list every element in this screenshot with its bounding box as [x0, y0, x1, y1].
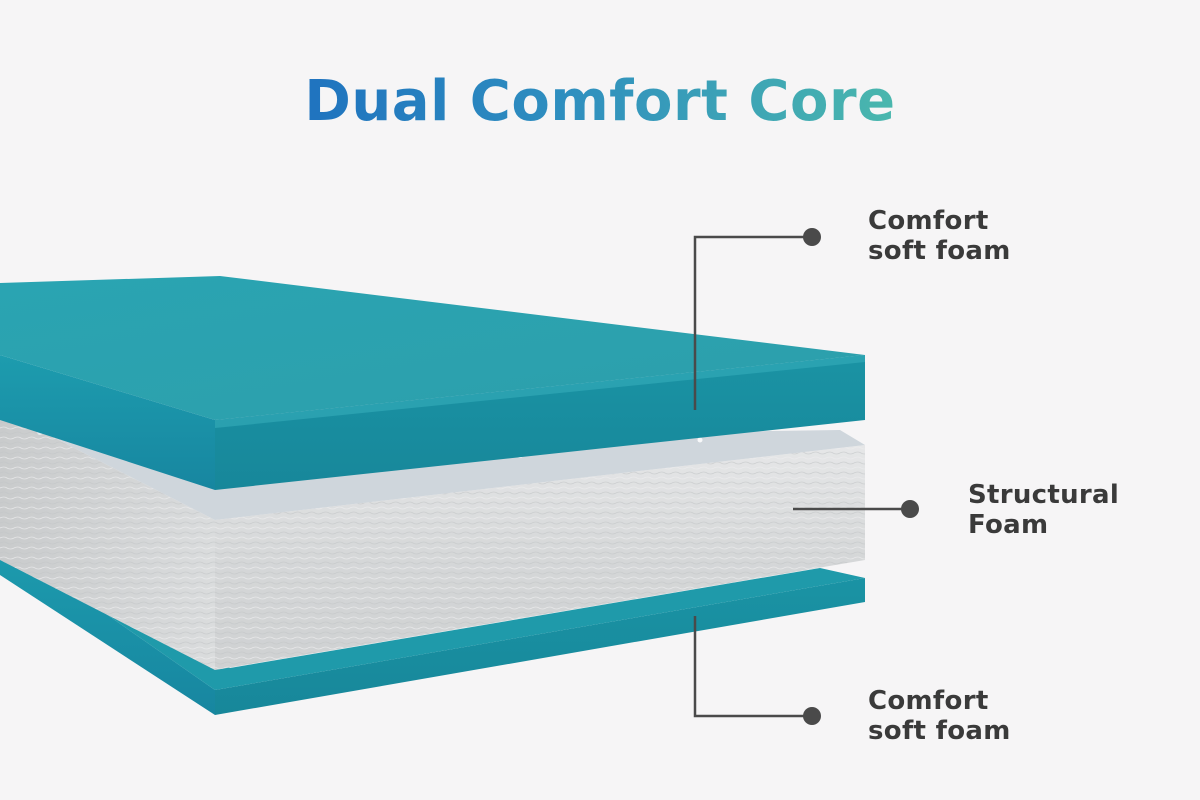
- callout-bot: [693, 616, 821, 725]
- diagram-title: Dual Comfort Core: [0, 62, 1200, 142]
- structural-foam-layer: [0, 400, 865, 670]
- label-line: soft foam: [868, 236, 1011, 266]
- label-structural-foam: Structural Foam: [968, 480, 1119, 540]
- label-line: Foam: [968, 510, 1049, 540]
- callout-mid: [793, 500, 919, 518]
- label-line: Comfort: [868, 206, 989, 236]
- label-line: soft foam: [868, 716, 1011, 746]
- callout-top: [693, 228, 821, 410]
- diagram-title-text: Dual Comfort Core: [304, 69, 896, 134]
- label-bottom-comfort-foam: Comfort soft foam: [868, 686, 1011, 746]
- label-line: Structural: [968, 480, 1120, 510]
- label-line: Comfort: [868, 686, 989, 716]
- label-top-comfort-foam: Comfort soft foam: [868, 206, 1011, 266]
- top-comfort-layer: [0, 276, 865, 490]
